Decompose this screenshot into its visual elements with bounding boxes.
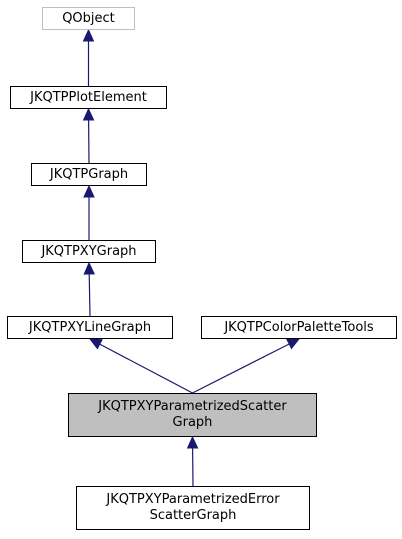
node-parametrized-scatter[interactable]: JKQTPXYParametrizedScatter Graph — [68, 393, 317, 437]
edge-line — [99, 343, 193, 394]
arrowhead-icon — [186, 435, 199, 449]
node-xy-graph[interactable]: JKQTPXYGraph — [22, 240, 156, 263]
arrowhead-icon — [82, 28, 95, 42]
node-graph-label: JKQTPGraph — [49, 166, 129, 182]
arrowhead-icon — [88, 338, 103, 350]
edge-parametrized_error_scatter-to-parametrized_scatter — [186, 435, 199, 487]
node-parametrized-error-scatter-line1: JKQTPXYParametrizedError — [106, 492, 280, 507]
node-color-palette-tools-label: JKQTPColorPaletteTools — [224, 319, 374, 335]
edge-line — [88, 273, 91, 317]
node-xy-line-graph[interactable]: JKQTPXYLineGraph — [7, 316, 173, 339]
edge-plot_element-to-qobject — [82, 28, 95, 86]
edge-parametrized_scatter-to-xy_line_graph — [88, 338, 193, 394]
arrowhead-icon — [286, 338, 301, 350]
node-qobject-label: QObject — [62, 10, 115, 26]
node-xy-line-graph-label: JKQTPXYLineGraph — [28, 319, 152, 335]
edge-xy_line_graph-to-xy_graph — [83, 261, 95, 317]
arrowhead-icon — [83, 184, 95, 198]
node-parametrized-error-scatter-text: JKQTPXYParametrizedError ScatterGraph — [106, 492, 279, 524]
node-parametrized-scatter-line2: Graph — [172, 415, 213, 430]
node-parametrized-error-scatter-line2: ScatterGraph — [149, 508, 237, 523]
arrowhead-icon — [83, 261, 95, 275]
node-color-palette-tools[interactable]: JKQTPColorPaletteTools — [201, 316, 397, 339]
arrowhead-icon — [82, 107, 95, 121]
node-parametrized-scatter-line1: JKQTPXYParametrizedScatter — [98, 399, 287, 414]
node-parametrized-scatter-text: JKQTPXYParametrizedScatter Graph — [98, 399, 286, 431]
node-parametrized-error-scatter[interactable]: JKQTPXYParametrizedError ScatterGraph — [76, 486, 310, 530]
node-qobject[interactable]: QObject — [42, 7, 135, 30]
edge-parametrized_scatter-to-color_palette_tools — [192, 338, 301, 394]
node-plot-element-label: JKQTPPlotElement — [30, 89, 147, 105]
node-xy-graph-label: JKQTPXYGraph — [41, 243, 137, 259]
edge-graph-to-plot_element — [82, 107, 95, 164]
node-graph[interactable]: JKQTPGraph — [31, 163, 147, 186]
edge-xy_graph-to-graph — [83, 184, 95, 240]
node-plot-element[interactable]: JKQTPPlotElement — [10, 86, 167, 109]
edge-line — [192, 343, 290, 394]
